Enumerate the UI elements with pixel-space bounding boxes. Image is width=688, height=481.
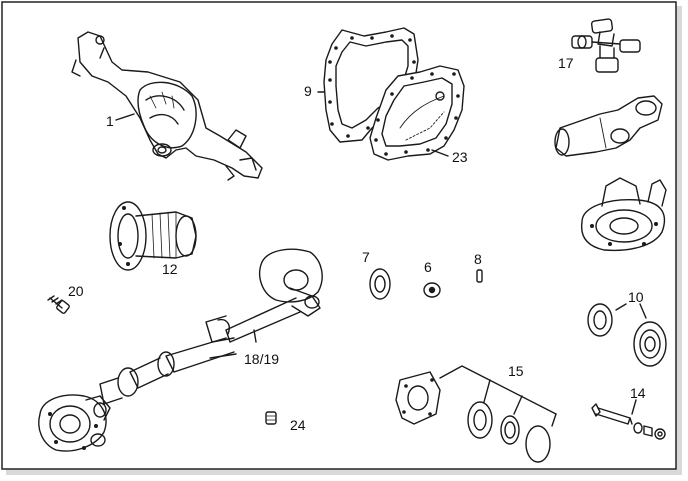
bearing-large-part — [633, 321, 667, 367]
label-24: 24 — [290, 417, 306, 433]
label-10: 10 — [628, 289, 644, 305]
leader-15-bracket — [439, 365, 557, 415]
leader-18a — [253, 329, 257, 343]
label-12: 12 — [162, 261, 178, 277]
label-18-19: 18/19 — [244, 351, 279, 367]
differential-cover-part — [369, 65, 465, 161]
small-washer-part — [423, 282, 441, 298]
label-7: 7 — [362, 249, 370, 265]
label-20: 20 — [68, 283, 84, 299]
axle-housing-part — [71, 31, 263, 181]
leader-15c — [551, 413, 557, 427]
pin-part — [476, 269, 483, 283]
label-15: 15 — [508, 363, 524, 379]
leader-10b — [639, 303, 647, 319]
leader-14 — [631, 399, 637, 415]
label-8: 8 — [474, 251, 482, 267]
companion-flange-part — [580, 177, 667, 252]
flange-yoke-part — [554, 95, 663, 157]
leader-10a — [615, 303, 627, 311]
bolt-set-part — [591, 403, 666, 440]
label-23: 23 — [452, 149, 468, 165]
part-labels: 1 9 23 17 12 7 6 8 20 10 18/19 15 14 24 — [68, 55, 646, 433]
bolt-part — [47, 295, 70, 314]
leader-23 — [431, 149, 449, 157]
label-17: 17 — [558, 55, 574, 71]
washer-part — [369, 268, 391, 300]
propeller-shaft-part — [38, 248, 323, 452]
leader-15a — [483, 379, 491, 403]
plug-part — [265, 411, 277, 425]
universal-joint-part — [571, 18, 641, 73]
seal-kit-part — [395, 371, 551, 463]
bearing-small-part — [587, 303, 613, 337]
label-6: 6 — [424, 259, 432, 275]
label-9: 9 — [304, 83, 312, 99]
pinion-shaft-part — [109, 201, 197, 271]
label-14: 14 — [630, 385, 646, 401]
leader-18b — [209, 353, 237, 359]
leader-15b — [513, 395, 523, 415]
leader-1 — [115, 113, 135, 121]
label-1: 1 — [106, 113, 114, 129]
